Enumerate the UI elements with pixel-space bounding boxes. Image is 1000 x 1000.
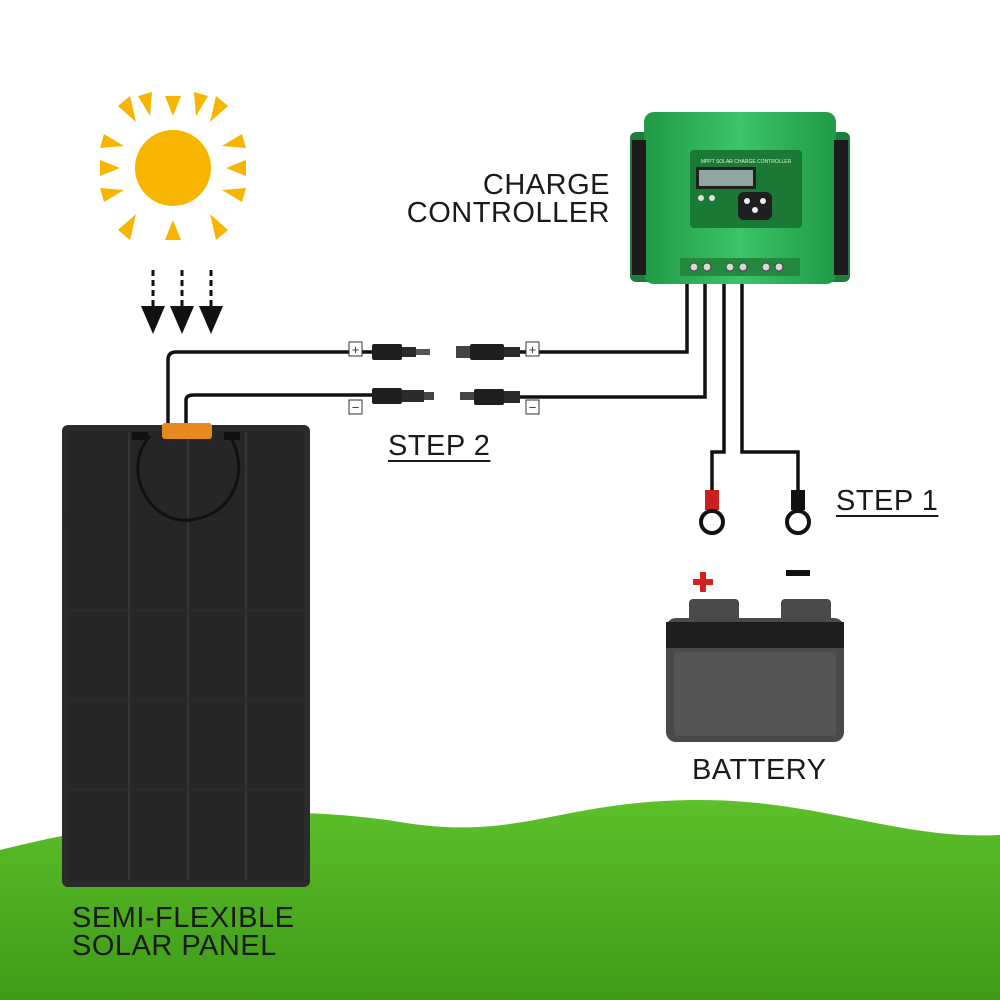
sign-pos-right: + [529,342,537,357]
charge-controller-label-line2: CONTROLLER [406,197,610,229]
ring-terminals [699,490,811,535]
solar-panel-label: SEMI-FLEXIBLE SOLAR PANEL [72,902,295,962]
solar-panel-label-line1: SEMI-FLEXIBLE [72,902,295,934]
sign-neg-left: − [352,400,360,415]
controller-screen-text: MPPT SOLAR CHARGE CONTROLLER [701,159,792,165]
sign-pos-left: + [352,342,360,357]
battery-label: BATTERY [692,754,827,786]
step-1-label: STEP 1 [836,485,939,517]
connector-negative-male [372,388,434,404]
solar-panel-label-line2: SOLAR PANEL [72,930,277,962]
battery-icon [666,570,844,742]
wires [166,282,800,495]
connector-positive-female [456,344,520,360]
sign-neg-right: − [529,400,537,415]
charge-controller-device: MPPT SOLAR CHARGE CONTROLLER [630,112,850,284]
charge-controller-label-line1: CHARGE [482,169,610,201]
step-2-label: STEP 2 [388,430,491,462]
solar-panel-device [62,423,310,887]
mc4-connectors: + − + − [348,341,540,415]
charge-controller-label: CHARGE CONTROLLER [395,169,610,229]
sun-icon [100,92,246,240]
sunlight-arrows-icon [141,270,223,334]
connector-positive-male [372,344,430,360]
connector-negative-female [460,389,520,405]
